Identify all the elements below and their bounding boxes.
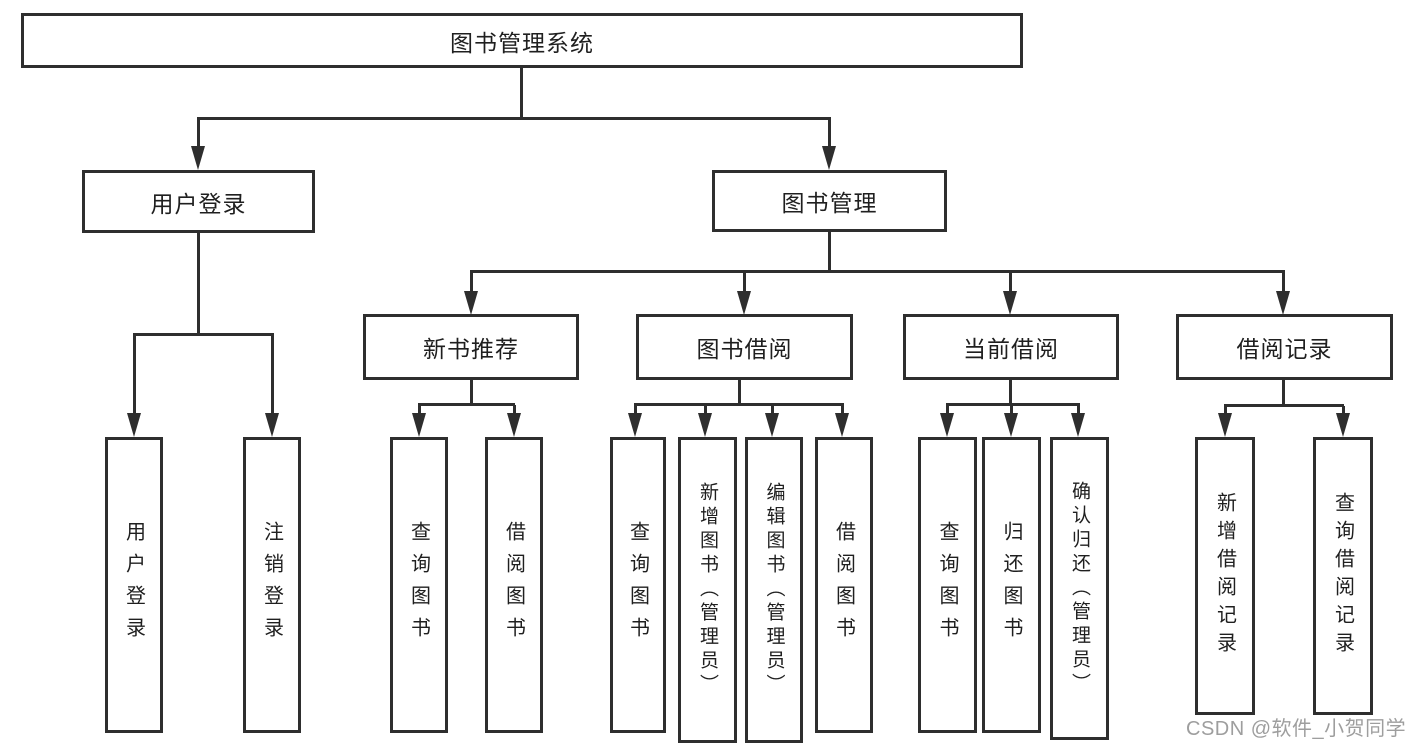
node-label: 确认归还（管理员） — [1069, 480, 1090, 697]
connector-line — [1010, 405, 1013, 417]
arrow-down-icon — [412, 413, 426, 437]
node-label: 图书管理 — [781, 190, 878, 216]
leaf-query-books-recommend: 查询图书 — [390, 437, 448, 733]
connector-line — [743, 272, 746, 292]
arrow-down-icon — [835, 413, 849, 437]
leaf-query-borrow-record: 查询借阅记录 — [1313, 437, 1373, 715]
connector-line — [418, 405, 421, 417]
connector-line — [470, 270, 1285, 273]
arrow-down-icon — [191, 146, 205, 170]
node-label: 查询图书 — [936, 521, 958, 649]
node-label: 图书管理系统 — [450, 29, 594, 56]
connector-line — [197, 117, 831, 120]
connector-line — [470, 380, 473, 405]
connector-line — [1224, 406, 1227, 416]
node-label: 归还图书 — [1000, 521, 1022, 649]
node-label: 注销登录 — [260, 521, 283, 649]
node-label: 图书借阅 — [696, 336, 793, 362]
node-label: 借阅记录 — [1236, 336, 1333, 362]
node-label: 借阅图书 — [832, 521, 855, 649]
leaf-return-books: 归还图书 — [982, 437, 1041, 733]
node-label: 查询图书 — [626, 521, 649, 649]
connector-line — [634, 405, 637, 417]
connector-line — [634, 403, 844, 406]
node-book-management: 图书管理 — [712, 170, 947, 232]
node-label: 新增图书（管理员） — [697, 482, 718, 698]
leaf-borrow-books-recommend: 借阅图书 — [485, 437, 543, 733]
leaf-edit-books-admin: 编辑图书（管理员） — [745, 437, 803, 743]
connector-line — [1224, 404, 1344, 407]
node-root: 图书管理系统 — [21, 13, 1023, 68]
connector-line — [771, 405, 774, 417]
leaf-confirm-return-admin: 确认归还（管理员） — [1050, 437, 1109, 740]
arrow-down-icon — [1336, 413, 1350, 437]
connector-line — [704, 405, 707, 417]
connector-line — [470, 272, 473, 292]
node-label: 用户登录 — [122, 521, 145, 649]
node-label: 编辑图书（管理员） — [763, 482, 785, 698]
leaf-borrow-books: 借阅图书 — [815, 437, 873, 733]
connector-line — [841, 405, 844, 417]
connector-line — [946, 405, 949, 417]
node-label: 新书推荐 — [423, 336, 519, 362]
arrow-down-icon — [628, 413, 642, 437]
node-label: 借阅图书 — [502, 521, 525, 649]
arrow-down-icon — [737, 291, 751, 315]
leaf-logout: 注销登录 — [243, 437, 301, 733]
node-book-borrow: 图书借阅 — [636, 314, 853, 380]
arrow-down-icon — [1003, 291, 1017, 315]
watermark: CSDN @软件_小贺同学 — [1186, 718, 1405, 740]
node-label: 查询借阅记录 — [1331, 492, 1354, 660]
leaf-user-login: 用户登录 — [105, 437, 163, 733]
connector-line — [1282, 272, 1285, 292]
arrow-down-icon — [822, 146, 836, 170]
connector-line — [1342, 406, 1345, 416]
connector-line — [1009, 380, 1012, 405]
connector-line — [1077, 405, 1080, 417]
connector-line — [828, 232, 831, 272]
leaf-query-books-current: 查询图书 — [918, 437, 977, 733]
leaf-query-books-borrow: 查询图书 — [610, 437, 666, 733]
arrow-down-icon — [765, 413, 779, 437]
connector-line — [133, 333, 274, 336]
connector-line — [946, 403, 1080, 406]
connector-line — [738, 380, 741, 405]
arrow-down-icon — [127, 413, 141, 437]
connector-line — [828, 119, 831, 148]
connector-line — [197, 233, 200, 335]
arrow-down-icon — [1276, 291, 1290, 315]
connector-line — [1009, 272, 1012, 292]
leaf-add-books-admin: 新增图书（管理员） — [678, 437, 737, 743]
arrow-down-icon — [1004, 413, 1018, 437]
arrow-down-icon — [507, 413, 521, 437]
arrow-down-icon — [940, 413, 954, 437]
connector-line — [133, 335, 136, 415]
arrow-down-icon — [265, 413, 279, 437]
node-label: 新增借阅记录 — [1213, 492, 1236, 660]
arrow-down-icon — [1071, 413, 1085, 437]
connector-line — [271, 335, 274, 415]
connector-line — [520, 67, 523, 119]
node-current-borrow: 当前借阅 — [903, 314, 1119, 380]
node-user-login: 用户登录 — [82, 170, 315, 233]
connector-line — [418, 403, 515, 406]
arrow-down-icon — [698, 413, 712, 437]
connector-line — [197, 119, 200, 148]
node-new-book-recommend: 新书推荐 — [363, 314, 579, 380]
node-borrow-records: 借阅记录 — [1176, 314, 1393, 380]
node-label: 查询图书 — [407, 521, 430, 649]
connector-line — [513, 405, 516, 417]
leaf-add-borrow-record: 新增借阅记录 — [1195, 437, 1255, 715]
node-label: 当前借阅 — [963, 336, 1059, 362]
arrow-down-icon — [464, 291, 478, 315]
node-label: 用户登录 — [150, 190, 247, 217]
connector-line — [1282, 380, 1285, 406]
arrow-down-icon — [1218, 413, 1232, 437]
